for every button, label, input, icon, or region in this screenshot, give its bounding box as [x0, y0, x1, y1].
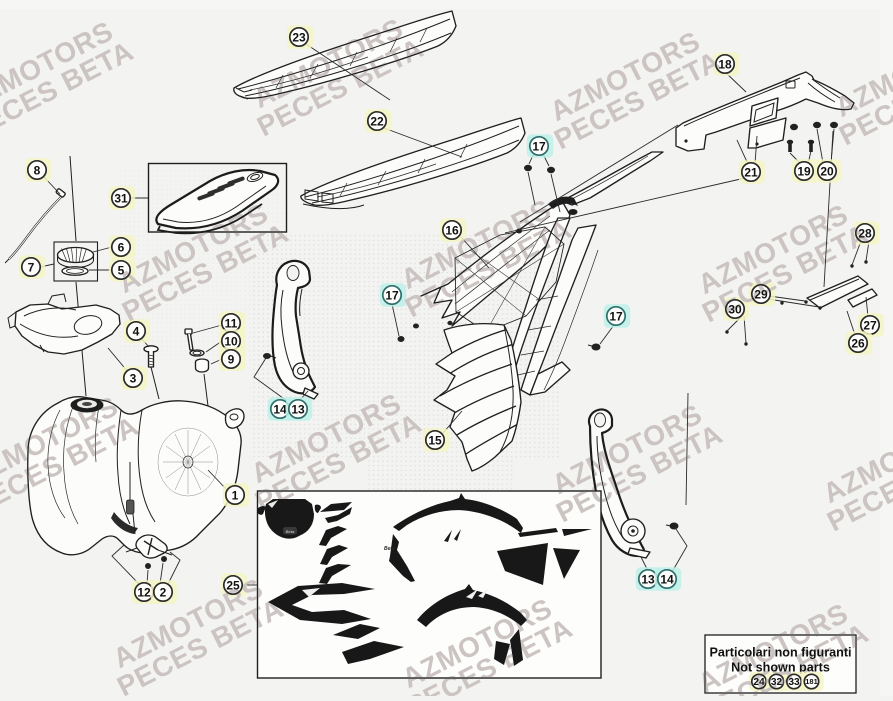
- svg-text:17: 17: [532, 139, 546, 153]
- svg-text:33: 33: [788, 677, 800, 688]
- svg-text:16: 16: [445, 223, 459, 237]
- svg-text:30: 30: [728, 302, 742, 316]
- svg-text:5: 5: [118, 263, 125, 277]
- svg-text:Not shown parts: Not shown parts: [731, 661, 830, 675]
- svg-text:24: 24: [753, 677, 765, 688]
- svg-text:4: 4: [133, 324, 140, 338]
- svg-text:Beta: Beta: [286, 529, 295, 534]
- svg-text:13: 13: [291, 402, 305, 416]
- svg-text:11: 11: [225, 316, 238, 330]
- svg-text:18: 18: [718, 57, 732, 71]
- svg-text:17: 17: [609, 309, 623, 323]
- svg-text:17: 17: [385, 288, 399, 302]
- svg-text:31: 31: [114, 191, 128, 205]
- svg-text:9: 9: [228, 352, 235, 366]
- svg-text:10: 10: [224, 334, 238, 348]
- svg-text:181: 181: [805, 677, 818, 686]
- svg-text:Particolari non figuranti: Particolari non figuranti: [709, 646, 851, 660]
- svg-text:21: 21: [744, 165, 758, 179]
- svg-text:15: 15: [428, 433, 442, 447]
- svg-text:3: 3: [130, 371, 137, 385]
- svg-text:6: 6: [118, 240, 125, 254]
- svg-text:14: 14: [660, 572, 674, 586]
- svg-text:23: 23: [292, 30, 306, 44]
- svg-text:Beta: Beta: [384, 546, 395, 552]
- svg-text:27: 27: [863, 318, 877, 332]
- svg-text:25: 25: [226, 578, 240, 592]
- svg-text:14: 14: [273, 402, 287, 416]
- svg-text:26: 26: [851, 336, 865, 350]
- svg-text:12: 12: [137, 585, 151, 599]
- svg-text:20: 20: [820, 164, 834, 178]
- svg-text:19: 19: [797, 164, 811, 178]
- svg-text:28: 28: [858, 226, 872, 240]
- svg-text:22: 22: [370, 114, 384, 128]
- svg-text:13: 13: [641, 572, 655, 586]
- svg-text:8: 8: [34, 163, 41, 177]
- svg-text:29: 29: [754, 287, 768, 301]
- svg-text:32: 32: [771, 677, 783, 688]
- svg-text:2: 2: [160, 585, 167, 599]
- svg-text:7: 7: [28, 260, 35, 274]
- svg-text:1: 1: [232, 488, 239, 502]
